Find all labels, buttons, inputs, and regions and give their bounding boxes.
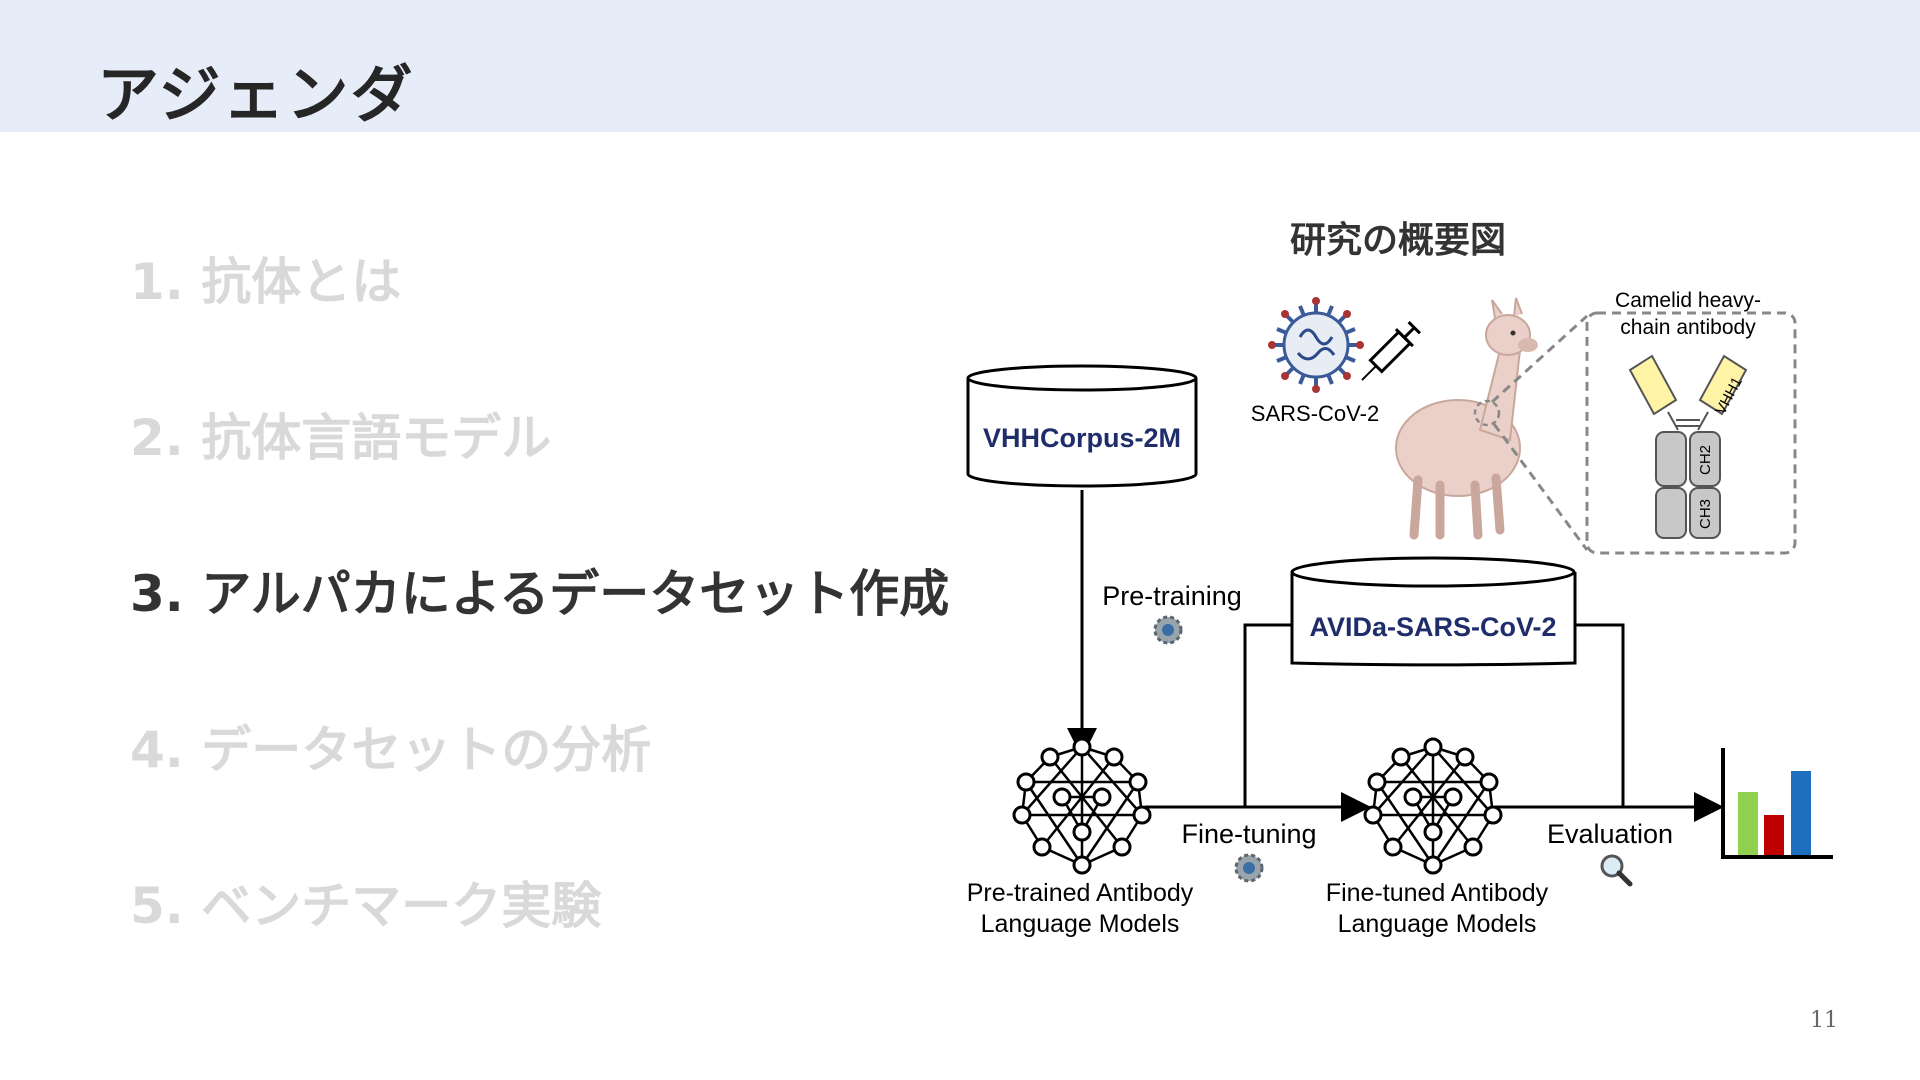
evaluation-bar-chart-icon	[1723, 748, 1833, 857]
virus-icon	[1268, 297, 1364, 393]
pretrained-model-caption-line2: Language Models	[981, 910, 1180, 938]
domain-label-ch3: CH3	[1697, 499, 1714, 529]
antibody-label-line1: Camelid heavy-	[1615, 289, 1761, 312]
evaluation-label: Evaluation	[1547, 819, 1673, 849]
page-number: 11	[1810, 1008, 1838, 1033]
dataset-label: AVIDa-SARS-CoV-2	[1309, 612, 1556, 642]
result-bar-2	[1764, 815, 1784, 855]
alpaca-illustration	[1396, 298, 1538, 535]
gear-icon	[1236, 855, 1262, 881]
virus-label: SARS-CoV-2	[1251, 401, 1379, 426]
pretrained-model-network-icon	[1014, 739, 1150, 873]
syringe-icon	[1353, 319, 1422, 388]
pretrained-model-caption-line1: Pre-trained Antibody	[967, 879, 1194, 907]
domain-label-ch2: CH2	[1697, 445, 1714, 475]
antibody-label-line2: chain antibody	[1620, 316, 1756, 339]
finetuned-model-network-icon	[1365, 739, 1501, 873]
gear-icon	[1155, 617, 1181, 643]
magnifier-icon	[1602, 856, 1630, 884]
finetuned-model-caption-line1: Fine-tuned Antibody	[1326, 879, 1549, 907]
result-bar-3	[1791, 771, 1811, 855]
finetuning-label: Fine-tuning	[1181, 819, 1316, 849]
finetuned-model-caption-line2: Language Models	[1338, 910, 1537, 938]
corpus-label: VHHCorpus-2M	[983, 423, 1181, 453]
pretraining-label: Pre-training	[1102, 581, 1242, 611]
diagram-title: 研究の概要図	[1290, 220, 1506, 261]
result-bar-1	[1738, 792, 1758, 855]
